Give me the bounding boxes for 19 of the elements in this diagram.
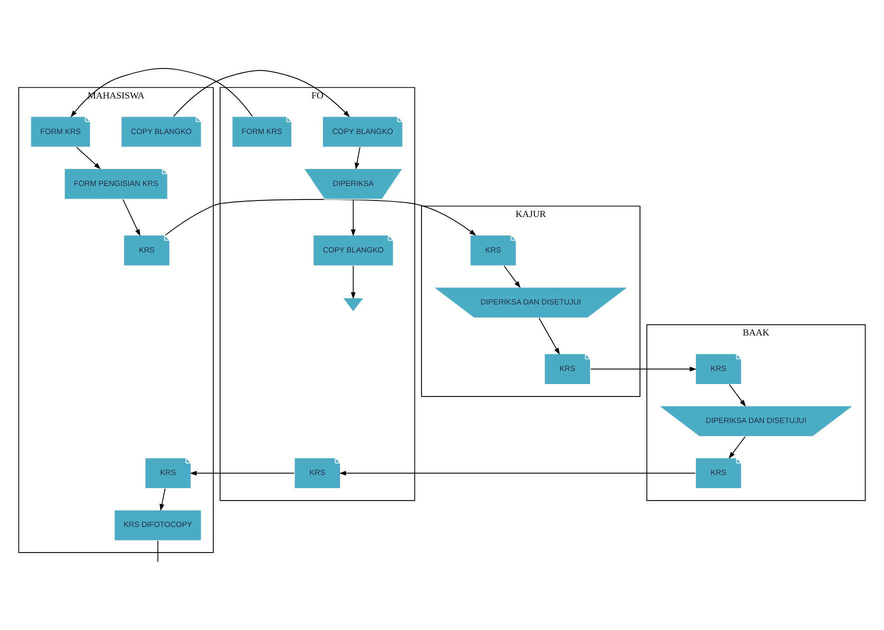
- arrow: [538, 317, 560, 354]
- arrow: [339, 470, 696, 476]
- arrow: [728, 384, 746, 406]
- arrow: [76, 146, 101, 169]
- arrow: [504, 264, 521, 288]
- arrow: [190, 470, 295, 476]
- arrow: [173, 70, 350, 117]
- arrow: [350, 198, 356, 236]
- arrow: [354, 146, 360, 170]
- node-triangle: [342, 296, 365, 312]
- arrow: [728, 436, 746, 458]
- node-box: KRS DIFOTOCOPY: [114, 508, 202, 541]
- connector: [157, 540, 158, 562]
- arrow: [590, 366, 697, 371]
- arrow: [70, 67, 253, 117]
- arrow: [160, 488, 166, 510]
- arrow: [350, 264, 356, 299]
- arrow: [165, 198, 476, 236]
- arrow: [122, 198, 140, 236]
